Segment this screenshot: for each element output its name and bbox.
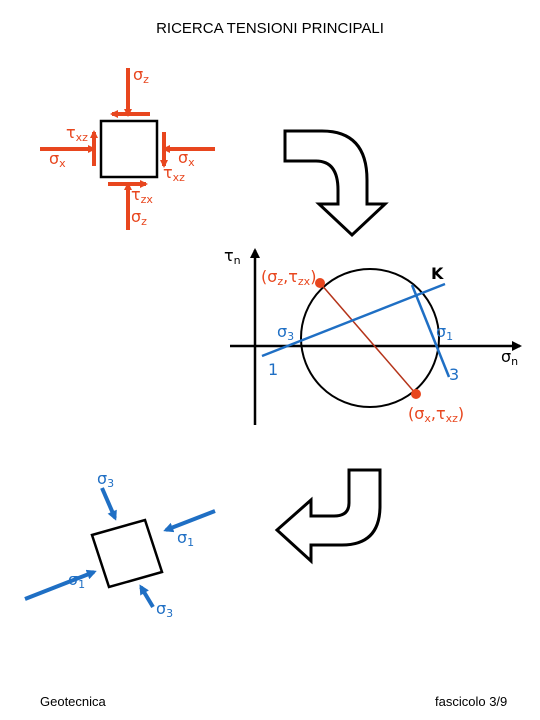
point-z xyxy=(315,278,325,288)
label-sigma-z-top: σz xyxy=(133,65,149,86)
label-line-1: 1 xyxy=(268,360,278,379)
sigma-1-left-arrow xyxy=(24,569,97,601)
label-tau-xz-left: τxz xyxy=(66,123,88,144)
label-tau-n: τn xyxy=(224,246,241,267)
label-sigma-3-bottom: σ3 xyxy=(156,599,173,620)
label-point-z: (σz,τzx) xyxy=(261,267,316,288)
label-sigma-1-right: σ1 xyxy=(177,528,194,549)
label-line-3: 3 xyxy=(449,365,459,384)
mohr-circle-plot: τn σn (σz,τzx) (σx,τxz) K σ3 σ1 1 3 xyxy=(224,246,522,425)
label-sigma-3-plot: σ3 xyxy=(277,322,294,343)
label-sigma-n: σn xyxy=(501,347,518,368)
label-sigma-1-left: σ1 xyxy=(68,570,85,591)
label-sigma-3-top: σ3 xyxy=(97,469,114,490)
principal-plane-1-line xyxy=(261,282,446,358)
curved-arrow-down xyxy=(283,129,389,238)
label-tau-zx-bottom: τzx xyxy=(131,185,153,206)
page-title: RICERCA TENSIONI PRINCIPALI xyxy=(156,20,384,37)
footer-page-number: fascicolo 3/9 xyxy=(435,694,508,709)
label-pole-k: K xyxy=(431,264,444,283)
point-x xyxy=(411,389,421,399)
label-point-x: (σx,τxz) xyxy=(408,404,464,425)
stress-element: σz τxz σx σx τxz τzx σz xyxy=(40,65,215,230)
rotated-square xyxy=(90,518,164,589)
curved-arrow-left xyxy=(274,468,382,565)
label-sigma-1-plot: σ1 xyxy=(436,322,453,343)
label-tau-xz-right: τxz xyxy=(163,163,185,184)
label-sigma-x-left: σx xyxy=(49,149,66,170)
sigma-3-bottom-arrow xyxy=(139,584,155,609)
label-sigma-x-right: σx xyxy=(178,148,195,169)
element-square xyxy=(99,119,159,179)
sigma-3-top-arrow xyxy=(100,487,117,521)
sigma-1-right-arrow xyxy=(163,509,216,533)
principal-stress-element: σ3 σ1 σ1 σ3 xyxy=(24,469,216,620)
diameter-line xyxy=(319,282,417,395)
footer-subject: Geotecnica xyxy=(40,694,106,709)
mohr-circle xyxy=(300,268,440,408)
principal-plane-3-line xyxy=(410,284,451,378)
label-sigma-z-bottom: σz xyxy=(131,207,147,228)
